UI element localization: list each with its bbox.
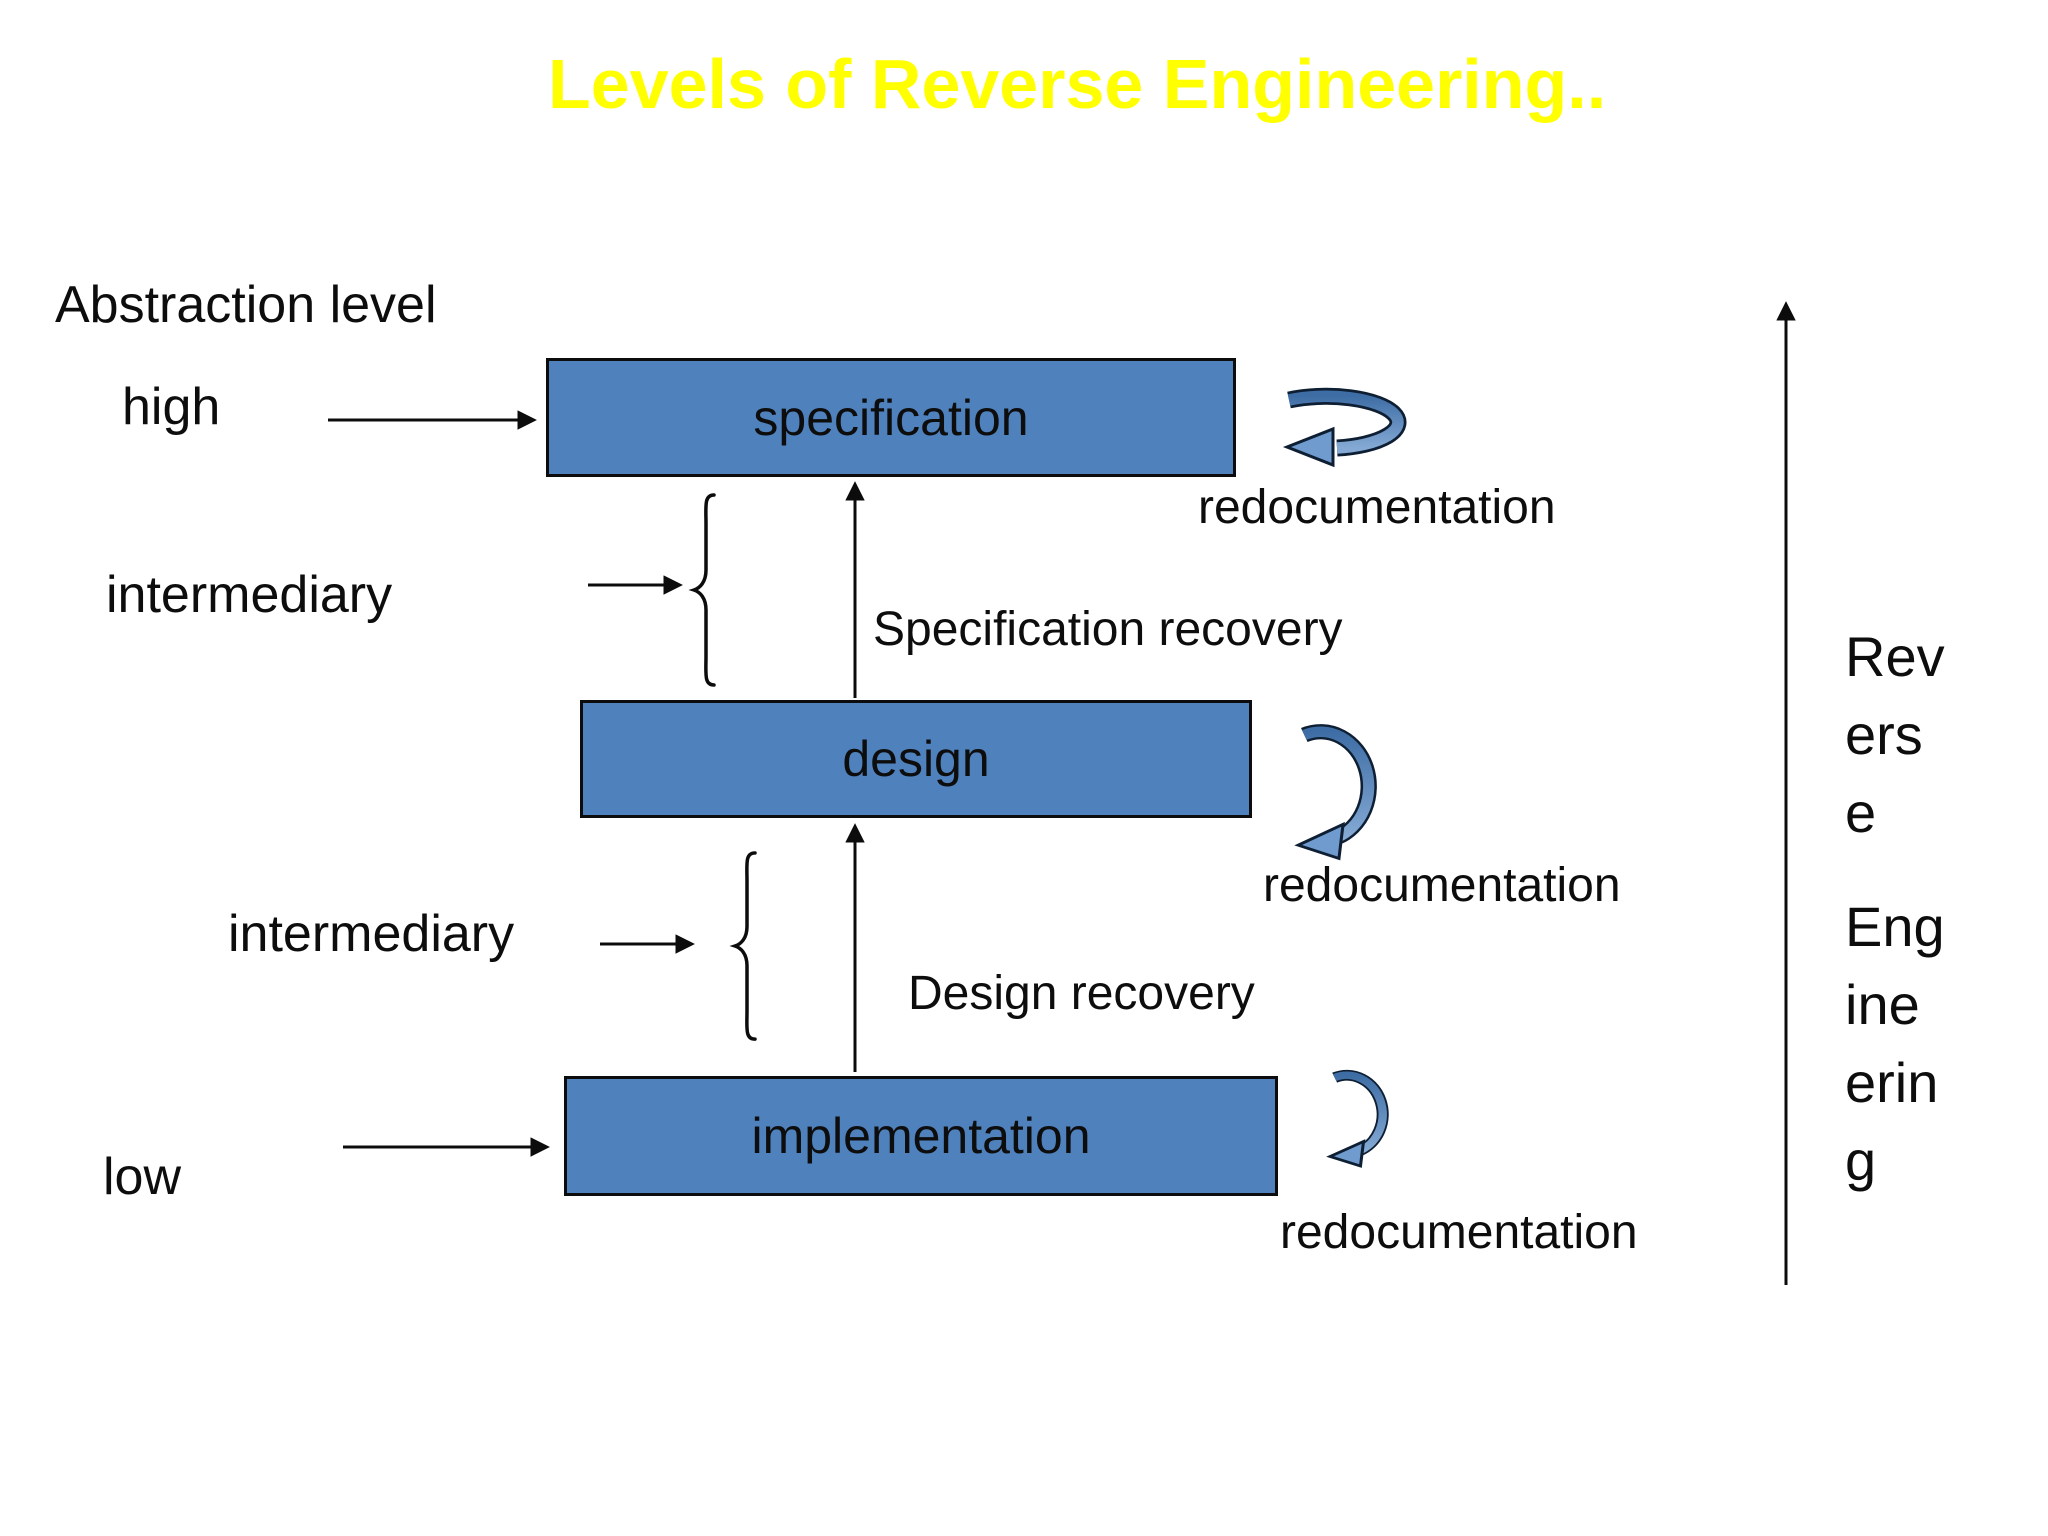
brace-icon-top: [688, 493, 716, 687]
axis-label-line: ine: [1845, 973, 1920, 1036]
intermediary-bottom-label: intermediary: [228, 905, 515, 963]
redocumentation-loop-arrow-icon-3: [1326, 1069, 1389, 1168]
axis-label-line: erin: [1845, 1051, 1939, 1114]
brace-icon-bottom: [729, 851, 757, 1041]
redocumentation-loop-arrow-icon-1: [1282, 387, 1407, 468]
abstraction-level-label: Abstraction level: [55, 276, 437, 334]
reverse-engineering-axis-label: Rev ers e Eng ine erin g: [1845, 618, 1945, 1200]
axis-label-line: Rev: [1845, 625, 1945, 688]
specification-recovery-label: Specification recovery: [873, 603, 1343, 656]
redocumentation-loop-arrow-icon-2: [1294, 724, 1377, 861]
axis-label-line: e: [1845, 781, 1877, 844]
design-recovery-label: Design recovery: [908, 967, 1255, 1020]
box-specification: specification: [546, 358, 1236, 477]
redocumentation-label-3: redocumentation: [1280, 1206, 1638, 1259]
box-specification-label: specification: [753, 389, 1029, 446]
box-implementation-label: implementation: [751, 1108, 1091, 1164]
box-design-label: design: [842, 731, 990, 787]
high-label: high: [122, 378, 221, 436]
axis-label-line: ers: [1845, 703, 1923, 766]
axis-label-line: g: [1845, 1129, 1877, 1192]
axis-label-line: Eng: [1845, 895, 1945, 958]
intermediary-top-label: intermediary: [106, 566, 393, 624]
box-implementation: implementation: [564, 1076, 1278, 1196]
box-design: design: [580, 700, 1252, 818]
slide-title: Levels of Reverse Engineering..: [548, 45, 1607, 123]
redocumentation-label-2: redocumentation: [1263, 859, 1621, 912]
redocumentation-label-1: redocumentation: [1198, 481, 1556, 534]
low-label: low: [103, 1148, 182, 1206]
